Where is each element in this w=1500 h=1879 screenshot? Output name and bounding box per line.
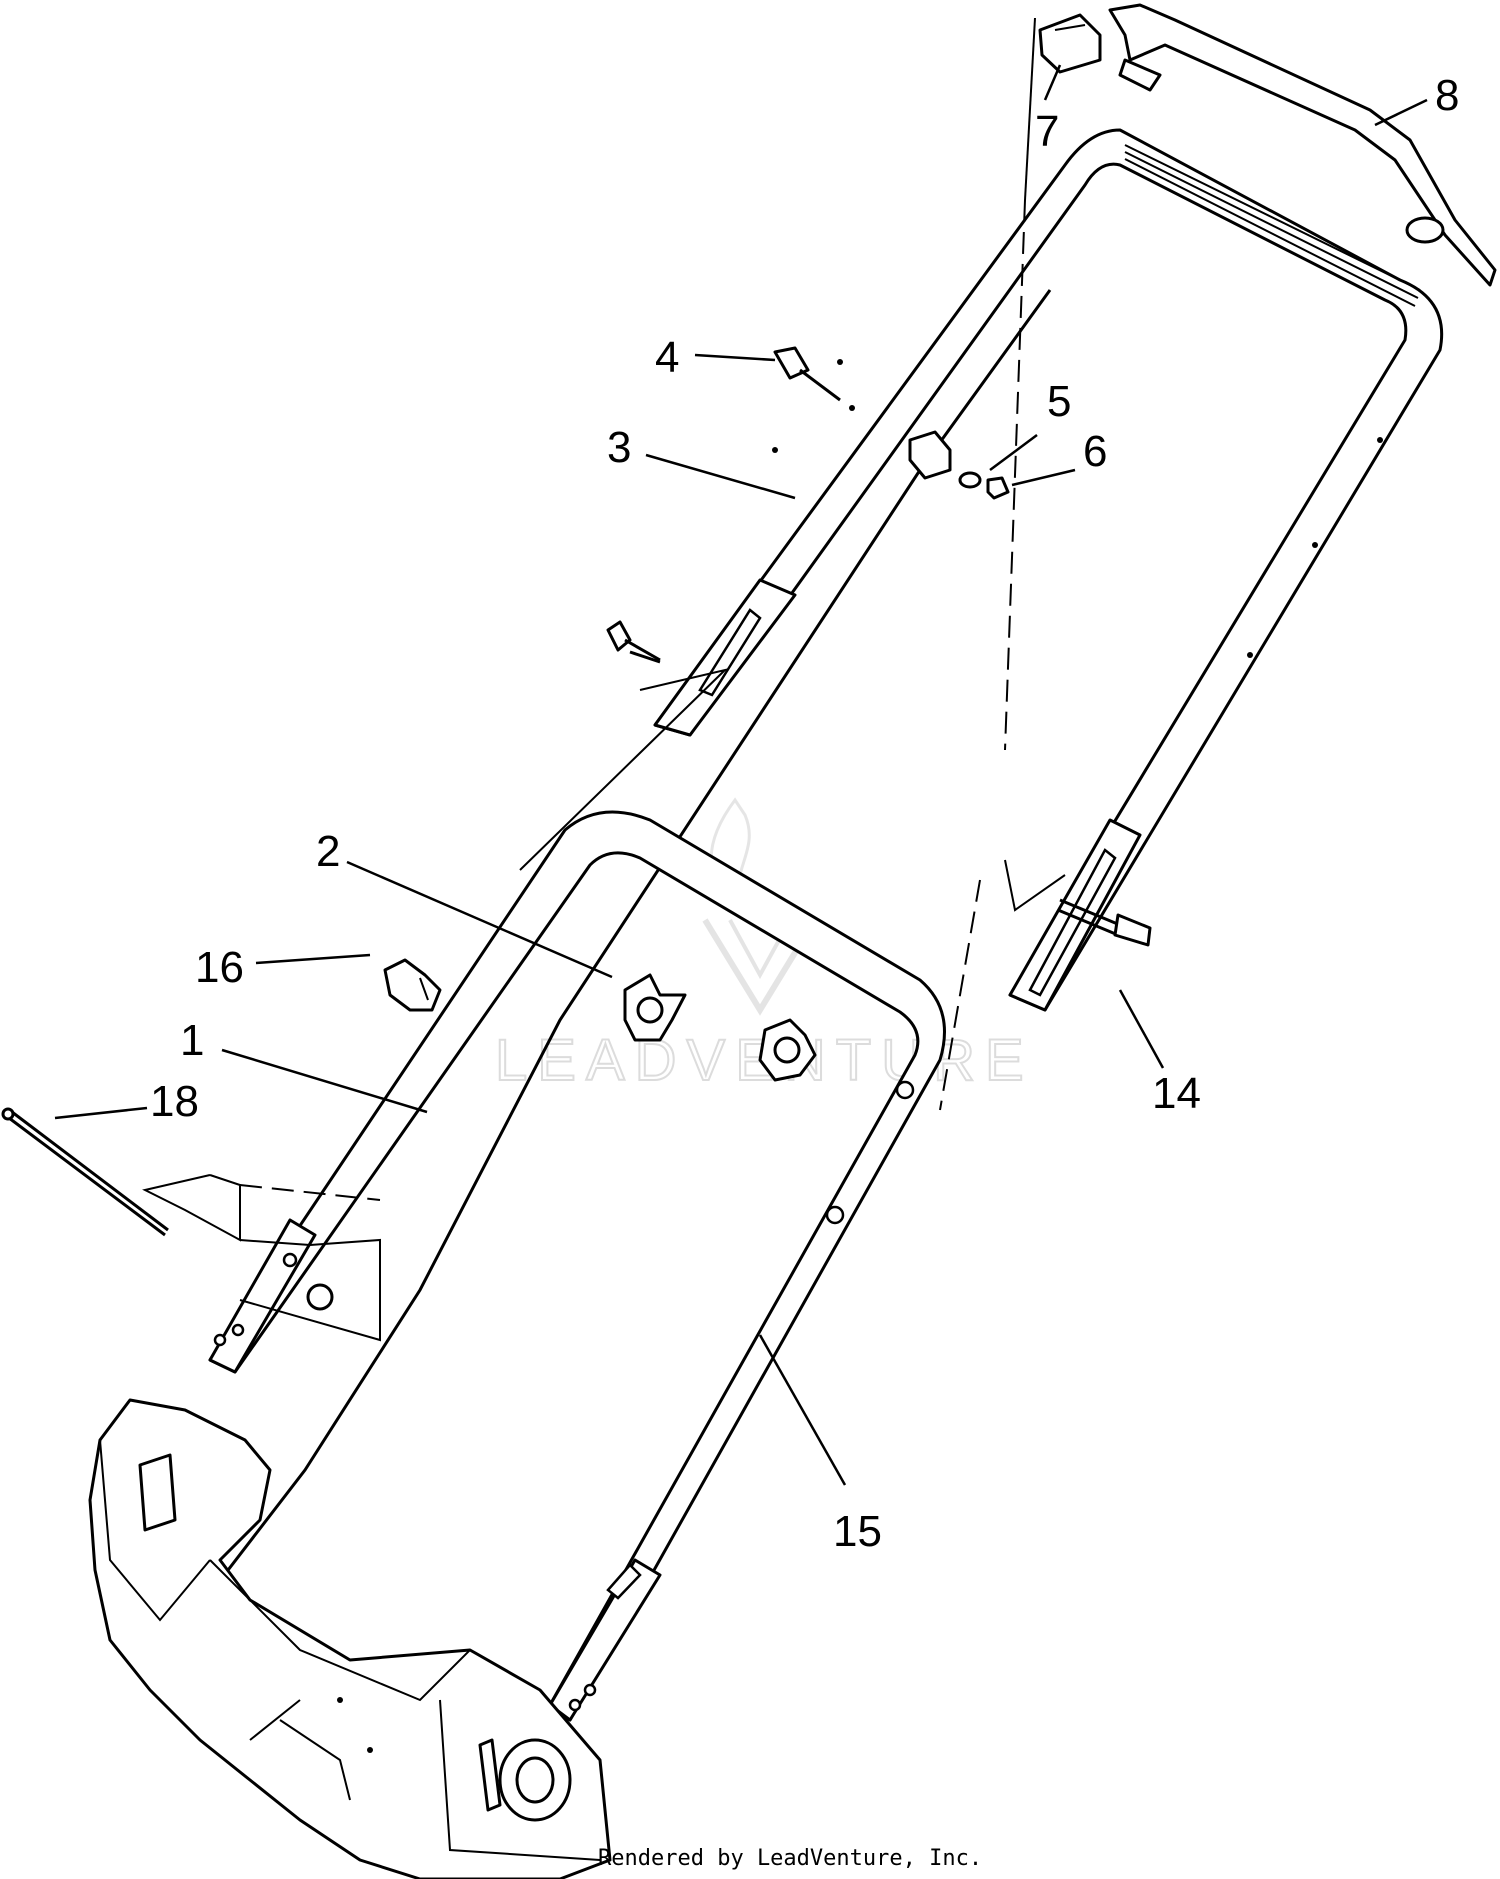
callout-18: 18 (150, 1077, 199, 1126)
lower-left-bracket (208, 1218, 334, 1374)
control-cable (203, 289, 1052, 1601)
callout-16: 16 (195, 943, 244, 992)
upper-handle (653, 128, 1444, 1012)
cable-bracket (908, 430, 1010, 500)
callout-2: 2 (316, 827, 340, 876)
handle-bolt-right (1057, 898, 1152, 947)
operator-bail (1108, 3, 1497, 287)
callout-4: 4 (655, 333, 679, 382)
mower-housing (88, 1398, 612, 1879)
callout-14: 14 (1152, 1069, 1201, 1118)
control-rod (1, 1107, 169, 1237)
handle-knob (623, 973, 687, 1042)
callout-1: 1 (180, 1016, 204, 1065)
handle-knob-second (758, 1018, 817, 1082)
callout-8: 8 (1435, 71, 1459, 120)
cable-adjuster (383, 958, 442, 1012)
callout-3: 3 (607, 423, 631, 472)
render-credit: Rendered by LeadVenture, Inc. (598, 1846, 982, 1871)
cable-clip (1038, 13, 1102, 74)
leader-lines (54, 64, 1428, 1486)
callout-5: 5 (1047, 377, 1071, 426)
lower-handle (208, 810, 946, 1722)
callout-7: 7 (1035, 107, 1059, 156)
phantom-lines (142, 17, 1066, 1342)
handle-bolt-upper (606, 620, 661, 664)
callout-15: 15 (833, 1507, 882, 1556)
cable-link (773, 346, 855, 411)
callout-6: 6 (1083, 427, 1107, 476)
